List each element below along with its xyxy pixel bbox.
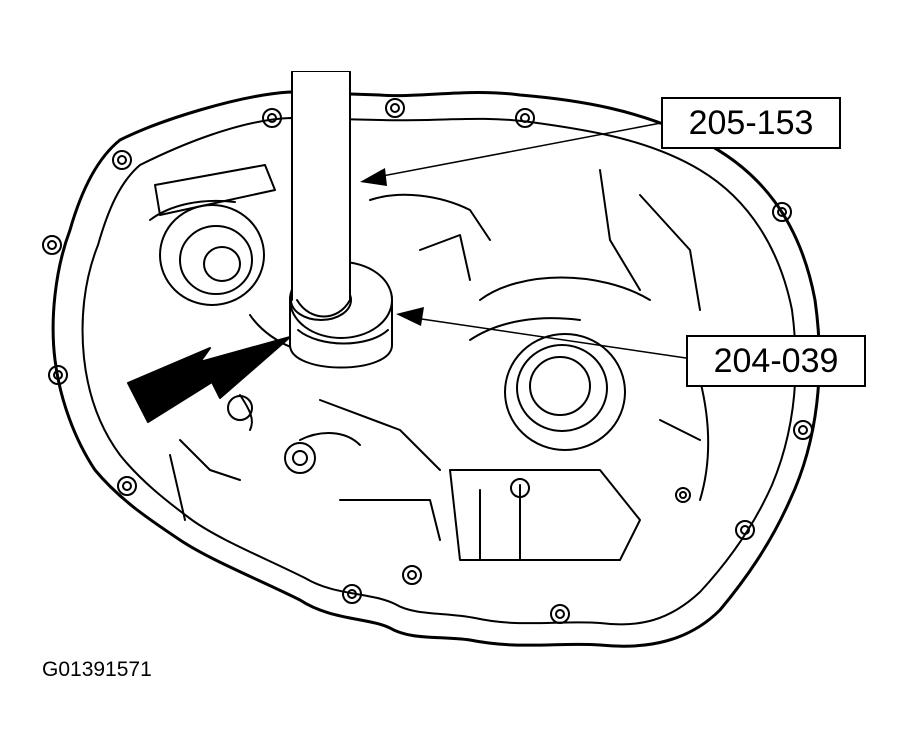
callout-205-153-label: 205-153	[688, 104, 814, 142]
case-outer-flange	[51, 90, 821, 648]
leader-205-153	[360, 122, 662, 186]
case-inner-wall	[81, 117, 797, 626]
callout-204-039-label: 204-039	[713, 342, 839, 380]
upper-left-bearing-bore	[149, 164, 276, 306]
bolt-holes	[42, 98, 813, 624]
callout-204-039: 204-039	[686, 335, 866, 387]
seal-driver	[289, 71, 393, 369]
callout-205-153: 205-153	[661, 97, 841, 149]
center-bearing-bore	[469, 276, 651, 451]
direction-arrow	[127, 336, 291, 423]
figure-id: G01391571	[42, 658, 152, 681]
leader-204-039	[396, 307, 687, 359]
